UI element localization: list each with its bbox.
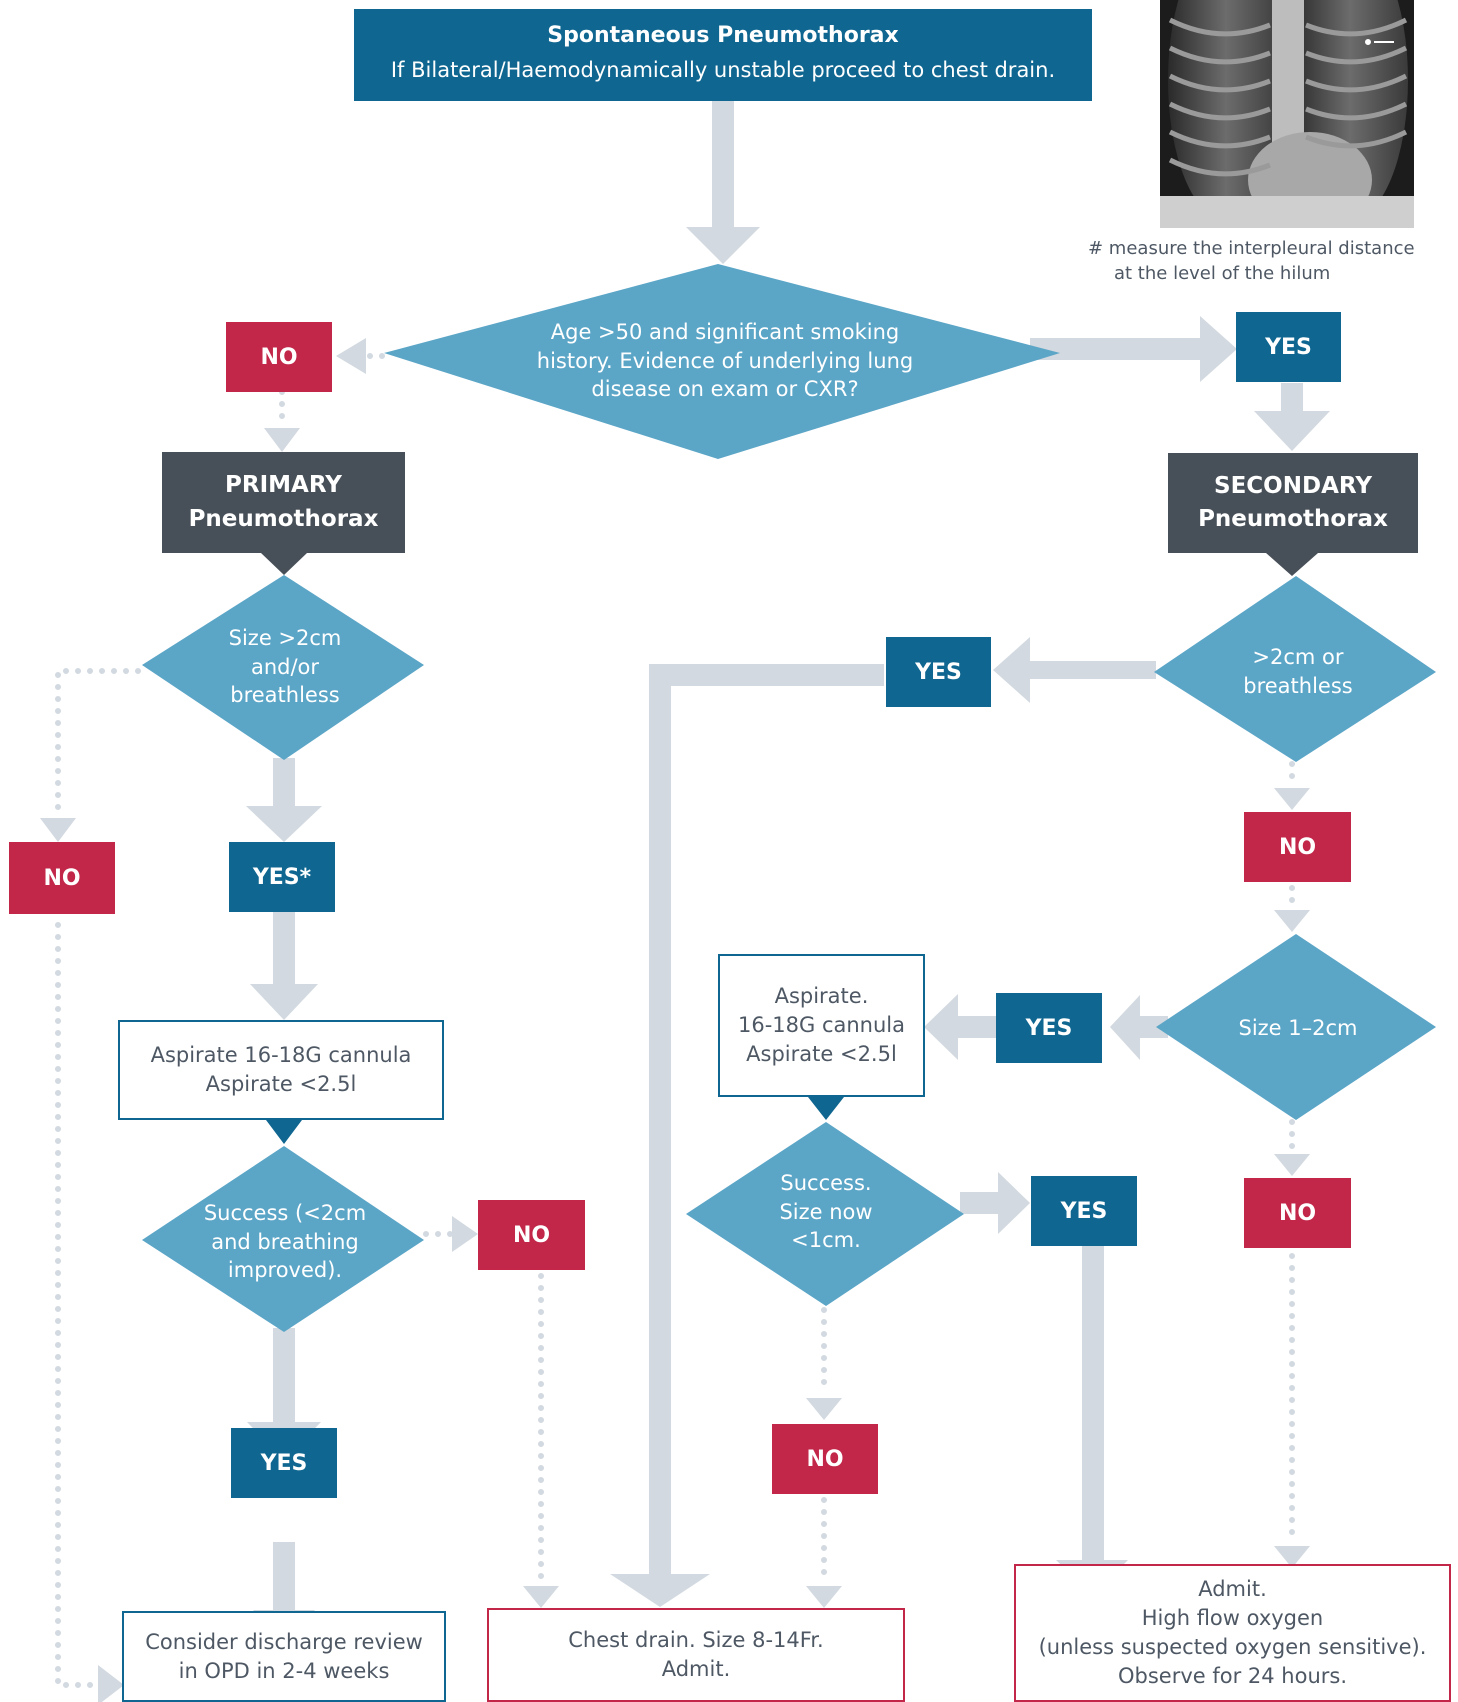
dotted-no-to-discharge: [55, 922, 101, 1688]
dotted-arrowheads: [40, 338, 1310, 1702]
primary-pointer: [261, 553, 307, 575]
arrowhead: [250, 984, 318, 1020]
arrowhead: [1200, 316, 1237, 382]
no-label-age: NO: [226, 322, 332, 392]
secondary-line1: SECONDARY: [1214, 472, 1372, 499]
decision-primary-size-diamond: [142, 575, 424, 760]
arrowhead: [1274, 1546, 1310, 1568]
arrowhead: [523, 1586, 559, 1608]
arrowhead: [610, 1574, 710, 1607]
aspirate-primary-box: Aspirate 16-18G cannula Aspirate <2.5l: [118, 1020, 444, 1120]
arrowhead: [1110, 995, 1140, 1060]
connector-yes-to-secondary: [1281, 383, 1303, 413]
primary-line1: PRIMARY: [225, 472, 342, 499]
arrowhead: [993, 637, 1030, 703]
arrowhead: [40, 818, 76, 842]
decision-primary-size-text: Size >2cm and/or breathless: [228, 625, 342, 708]
arrowhead: [1254, 411, 1330, 451]
decision-size-1-2-diamond: [1156, 934, 1436, 1120]
xray-abdomen: [1160, 196, 1414, 228]
arrowhead: [336, 338, 366, 374]
secondary-line2: Pneumothorax: [1198, 506, 1388, 532]
xray-caption: # measure the interpleural distance at t…: [1088, 236, 1458, 286]
arrowhead: [246, 806, 322, 842]
connector-success-to-yes-right: [960, 1192, 1002, 1214]
secondary-pointer: [1266, 553, 1318, 576]
arrowhead: [806, 1586, 842, 1608]
connector-title-to-decision: [712, 101, 734, 229]
no-label-primary-success: NO: [478, 1200, 585, 1270]
arrowhead: [1274, 788, 1310, 810]
yes-label-primary-size: YES*: [229, 842, 335, 912]
arrowhead: [98, 1665, 124, 1702]
no-label-secondary-success: NO: [772, 1424, 878, 1494]
yes-label-age: YES: [1236, 312, 1341, 382]
xray-caption-line1: # measure the interpleural distance: [1088, 238, 1415, 259]
connector-primary-size-to-yes: [273, 758, 295, 808]
no-label-size-1-2: NO: [1244, 1178, 1351, 1248]
connector-yes-to-chest-drain-horizontal: [649, 664, 884, 686]
chest-drain-outcome-box: Chest drain. Size 8-14Fr. Admit.: [487, 1608, 905, 1702]
arrowhead: [806, 1398, 842, 1420]
decision-size-1-2-text: Size 1–2cm: [1238, 1015, 1358, 1040]
yes-label-primary-success: YES: [231, 1428, 337, 1498]
decision-secondary-success-text: Success. Size now <1cm.: [779, 1170, 873, 1253]
dotted-primary-size-to-no: [55, 668, 141, 815]
yes-label-size-1-2: YES: [996, 993, 1102, 1063]
connector-yes-to-discharge: [273, 1542, 295, 1612]
arrowhead: [452, 1216, 478, 1252]
yes-label-secondary-size: YES: [886, 637, 991, 707]
connector-size-to-yes: [1138, 1016, 1168, 1038]
arrowhead: [264, 428, 300, 452]
title-subheading: If Bilateral/Haemodynamically unstable p…: [390, 58, 1056, 82]
connector-success-to-yes: [273, 1328, 295, 1424]
xray-caption-line2: at the level of the hilum: [1114, 263, 1331, 285]
connector-yes-to-admit: [1082, 1246, 1104, 1562]
dotted-connectors: [55, 353, 1295, 1688]
primary-pneumothorax-box: PRIMARY Pneumothorax: [162, 452, 405, 553]
aspirate-primary-pointer: [266, 1120, 302, 1144]
solid-connectors: [246, 101, 1330, 1643]
arrowhead: [1274, 1154, 1310, 1176]
discharge-outcome-box: Consider discharge review in OPD in 2-4 …: [122, 1611, 446, 1702]
chest-xray-image: [1160, 0, 1414, 228]
title-heading: Spontaneous Pneumothorax: [547, 23, 899, 48]
connector-yes-to-chest-drain-vertical: [649, 664, 671, 1576]
connector-yes-to-aspirate: [273, 912, 295, 986]
arrowhead: [1274, 910, 1310, 932]
decision-secondary-size-diamond: [1154, 576, 1436, 762]
connector-yes-to-secondary-aspirate: [955, 1016, 996, 1038]
arrowhead: [924, 994, 958, 1060]
arrowhead: [998, 1172, 1030, 1234]
decision-age-smoking-diamond: [384, 264, 1060, 459]
xray-ribs: [1168, 17, 1408, 177]
secondary-pneumothorax-box: SECONDARY Pneumothorax: [1168, 453, 1418, 553]
decision-primary-success-diamond: [142, 1146, 424, 1332]
aspirate-secondary-box: Aspirate. 16-18G cannula Aspirate <2.5l: [718, 954, 925, 1097]
title-box: Spontaneous Pneumothorax If Bilateral/Ha…: [354, 9, 1092, 101]
no-label-secondary-size: NO: [1244, 812, 1351, 882]
yes-label-secondary-success: YES: [1031, 1176, 1137, 1246]
decision-age-smoking-text: Age >50 and significant smoking history.…: [536, 319, 914, 402]
decision-secondary-success-diamond: [686, 1122, 964, 1306]
arrowhead: [686, 227, 760, 264]
decision-diamonds: [142, 264, 1436, 1332]
box-pointers: [261, 553, 1318, 1144]
admit-outcome-box: Admit. High flow oxygen (unless suspecte…: [1014, 1564, 1451, 1702]
no-label-primary-size: NO: [9, 842, 115, 914]
aspirate-secondary-pointer: [808, 1097, 844, 1120]
connector-secondary-to-yes: [1028, 661, 1156, 679]
xray-measure-marker: [1365, 39, 1394, 45]
connector-decision-to-yes: [1030, 338, 1202, 360]
primary-line2: Pneumothorax: [188, 505, 379, 532]
decision-primary-success-text: Success (<2cm and breathing improved).: [203, 1200, 367, 1283]
decision-secondary-size-text: >2cm or breathless: [1243, 645, 1353, 698]
